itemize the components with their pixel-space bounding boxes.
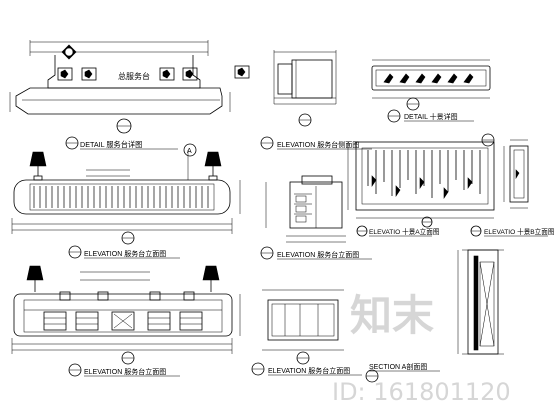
watermark-logo: 知末 [350,291,434,340]
callout-circle [296,351,310,365]
hanging-pattern [367,150,481,198]
panel-title: ELEVATIO 十景B立面图 [484,227,555,236]
callout-circle [470,225,482,237]
sign-text: 总服务台 [118,71,150,81]
panel-title: ELEVATION 服务台立面图 [277,250,359,259]
elevation-desk-side: ELEVATION 服务台侧面图 [260,50,372,150]
elevation-ten-scene-a: ELEVATIO 十景A立面图 [347,141,495,237]
callout-circle [251,362,265,376]
callout-circle [260,136,274,150]
panel-title: DETAIL 服务台详图 [80,140,142,149]
section-marker-a: A [183,143,197,157]
panel-title: ELEVATION 服务台立面图 [268,366,350,375]
callout-circle [356,225,368,237]
callout-circle [121,231,135,245]
callout-circle [387,109,401,123]
callout-circle [481,133,495,147]
panel-title: ELEVATION 服务台立面图 [84,249,166,258]
watermark-id: ID: 161801120 [332,378,511,406]
callout-circle [406,97,420,111]
panel-title: ELEVATION 服务台侧面图 [277,140,359,149]
drawer-unit [179,311,203,331]
section-a: SECTION A剖面图 [365,249,504,383]
table-lamp [29,151,47,181]
watermark: 知末 ID: 161801120 [332,291,511,406]
callout-circle [365,369,379,383]
svg-text:A: A [187,148,192,155]
callout-circle [68,245,82,259]
panel-title: SECTION A剖面图 [369,362,427,371]
panel-title: ELEVATION 服务台立面图 [84,367,166,376]
elevation-desk-cabinet-rear: ELEVATION 服务台立面图 [251,289,362,376]
detail-front-desk-top: 总服务台 DETAIL 服务台详图 A [9,40,250,157]
callout-circle [116,118,132,134]
detail-ten-scene: DETAIL 十景详图 [371,59,491,123]
elevation-desk-front: ELEVATION 服务台立面图 [11,150,241,259]
callout-circle [121,351,135,365]
slat-pattern [33,186,209,208]
panel-title: ELEVATIO 十景A立面图 [369,227,440,236]
table-lamp [26,265,44,292]
section-symbol [61,44,77,60]
panel-title: DETAIL 十景详图 [404,112,458,121]
drawer-unit [111,311,135,331]
drawer-unit [147,311,171,331]
callout-circle [68,363,82,377]
callout-circle [421,216,433,228]
elevation-desk-rear: ELEVATION 服务台立面图 [11,265,241,377]
drawer-unit [43,311,67,331]
callout-circle [298,113,312,127]
elevation-desk-cabinet: ELEVATION 服务台立面图 [260,175,372,260]
drawer-unit [75,311,99,331]
callout-circle [65,136,79,150]
table-lamp [202,265,220,292]
elevation-ten-scene-b: ELEVATIO 十景B立面图 [470,133,555,237]
callout-circle [260,246,274,260]
table-lamp [204,151,222,181]
